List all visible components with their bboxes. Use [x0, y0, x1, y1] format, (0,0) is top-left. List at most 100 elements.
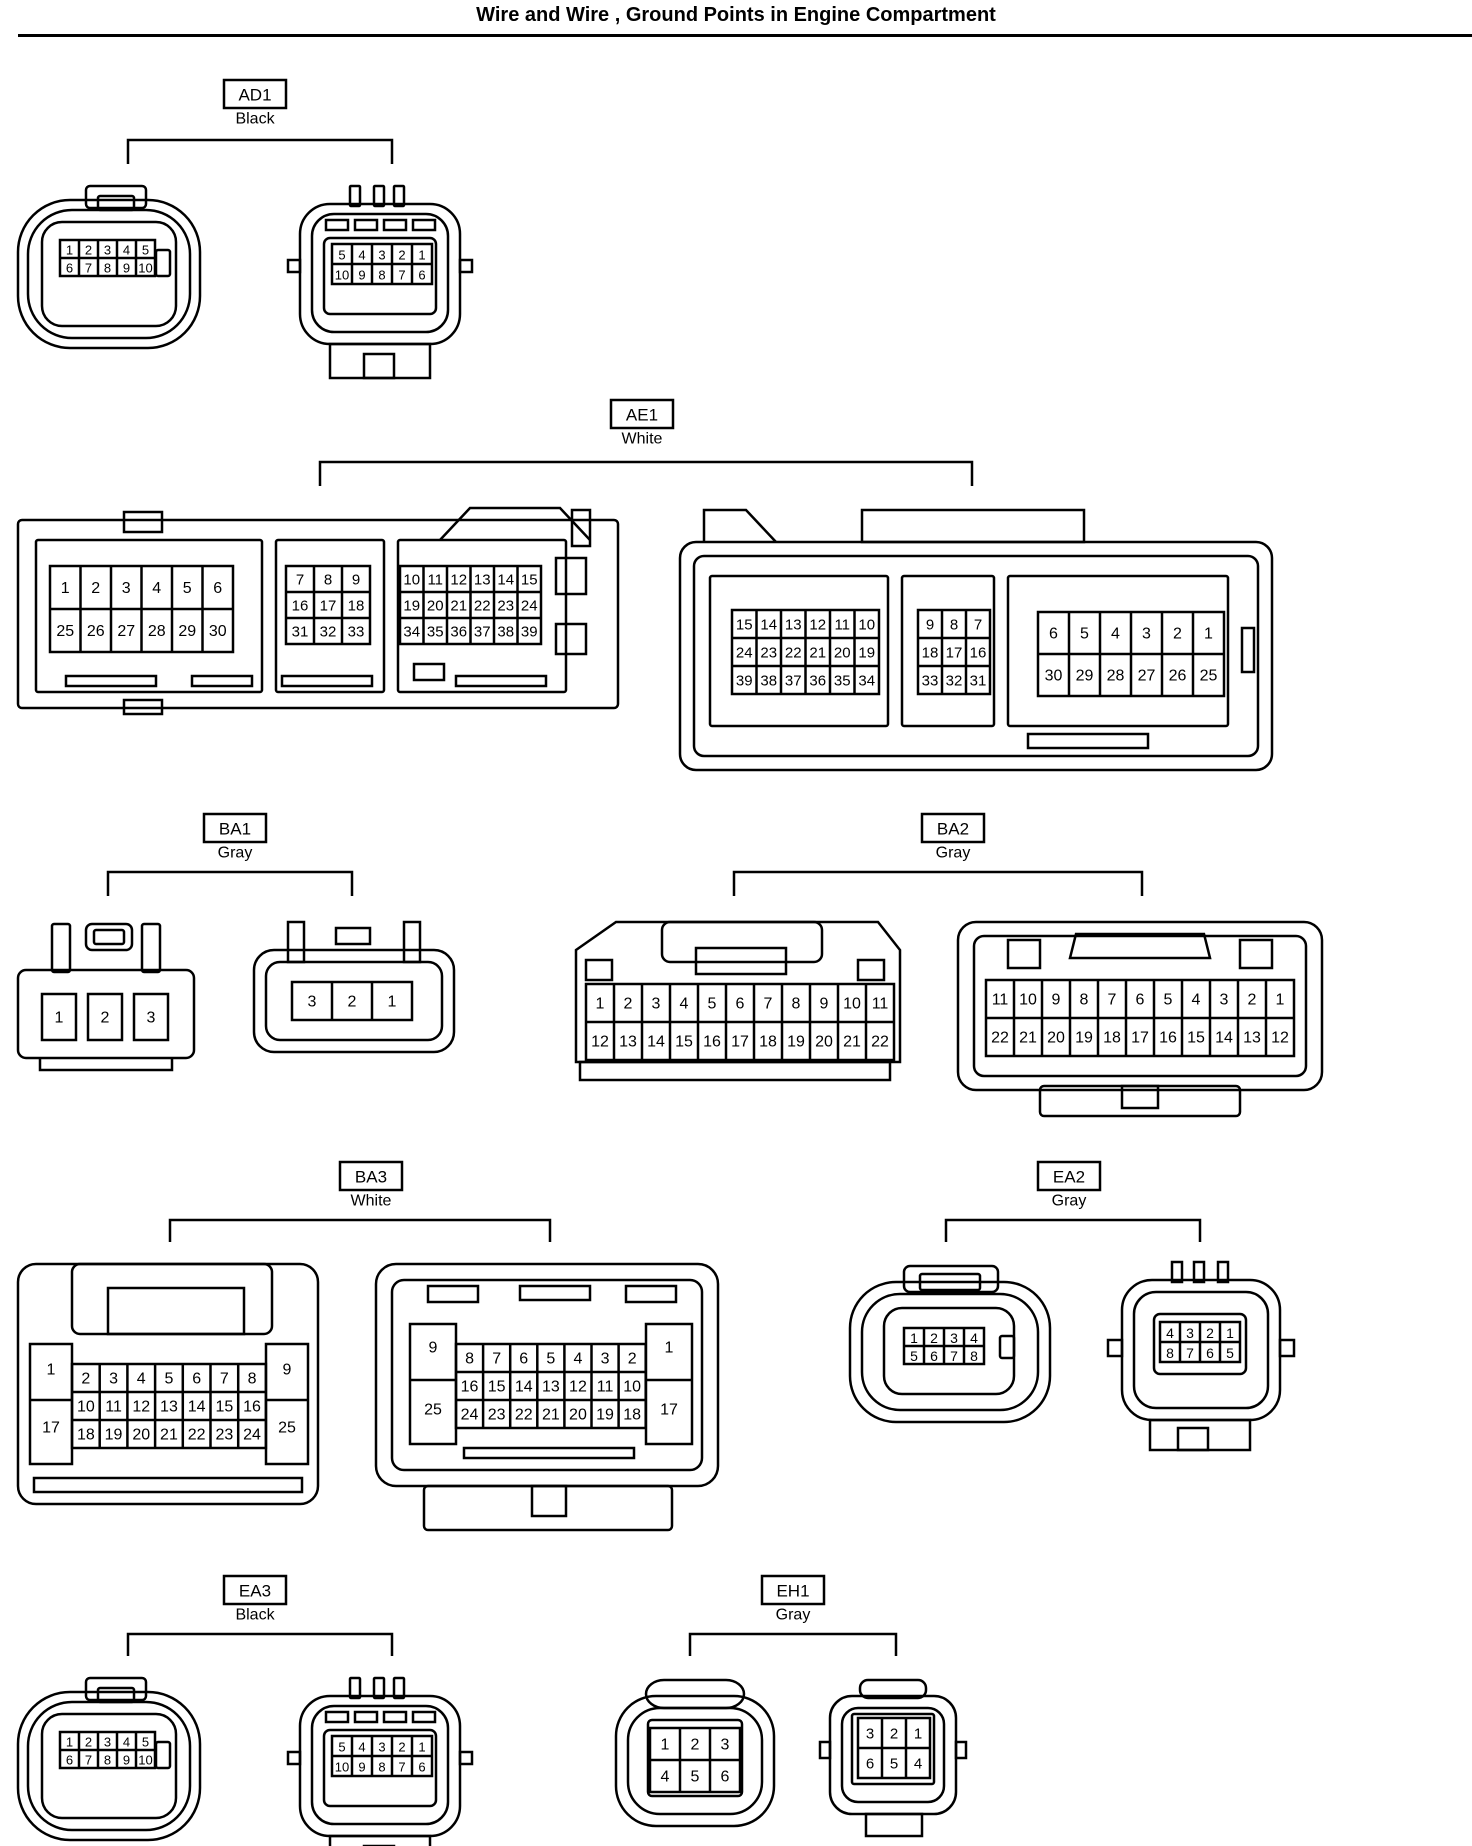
pin-grid-frame [454, 1342, 647, 1430]
housing-latch-inner [96, 194, 136, 212]
housing-lock [864, 1812, 924, 1838]
pin-number: 16 [292, 598, 309, 615]
pin-number: 5 [546, 1351, 555, 1368]
pin-number: 6 [66, 261, 73, 276]
pin-number: 9 [1052, 992, 1061, 1009]
pin-number: 8 [104, 1753, 111, 1768]
pin-number: 4 [358, 248, 365, 263]
housing-stub [458, 1750, 474, 1766]
pin-number: 26 [87, 623, 105, 640]
pin-number: 6 [519, 1351, 528, 1368]
pin-number: 15 [521, 572, 538, 589]
pin-number: 7 [85, 261, 92, 276]
housing-cavity [850, 1712, 936, 1786]
pin-number: 5 [708, 996, 717, 1013]
housing-tab [122, 698, 164, 716]
pin-number: 34 [858, 673, 875, 690]
pin-number: 7 [1186, 1345, 1194, 1361]
pin-number: 8 [104, 261, 111, 276]
housing-outer [16, 518, 620, 710]
pin-number: 2 [1173, 626, 1182, 643]
pin-number: 21 [450, 598, 467, 615]
pin-number: 2 [85, 243, 92, 258]
pin-number: 1 [914, 1726, 922, 1743]
pin-number: 13 [542, 1379, 560, 1396]
pin-number: 8 [378, 1760, 385, 1775]
housing-inner [1132, 1290, 1270, 1410]
connector-color-label: Gray [936, 845, 971, 862]
housing-latch [439, 506, 591, 541]
housing-stub [458, 258, 474, 274]
housing-latch [858, 1678, 928, 1700]
housing-inner [390, 1278, 704, 1472]
pin-number: 13 [1243, 1030, 1261, 1047]
housing-key [154, 248, 172, 278]
pin-number: 4 [1166, 1325, 1174, 1341]
pin-number: 2 [1248, 992, 1257, 1009]
pin-number: 6 [418, 1760, 425, 1775]
housing-outer [252, 948, 456, 1054]
housing-latch [902, 1264, 1000, 1294]
pin-number: 15 [736, 617, 753, 634]
housing-slot [280, 674, 374, 688]
pin-number: 5 [183, 580, 192, 597]
pin-number: 17 [320, 598, 337, 615]
pin-number: 14 [515, 1379, 533, 1396]
pin-number: 11 [872, 996, 889, 1013]
pin-number: 20 [569, 1407, 587, 1424]
pin-number: 9 [123, 1753, 130, 1768]
pin-number: 21 [160, 1427, 178, 1444]
pin-number: 15 [1187, 1030, 1205, 1047]
connector-id: EA2 [1053, 1168, 1085, 1187]
pin-number: 14 [647, 1034, 665, 1051]
pin-number: 9 [429, 1340, 438, 1357]
pin-number: 2 [81, 1371, 90, 1388]
pin-number: 5 [338, 248, 345, 263]
pin-number: 21 [843, 1034, 861, 1051]
pin-number: 3 [104, 243, 111, 258]
pin-number: 9 [358, 1760, 365, 1775]
housing-key [1006, 938, 1042, 970]
pin-number: 11 [427, 572, 443, 589]
connector-pair-bracket [318, 460, 974, 486]
housing-slot [462, 1446, 636, 1460]
pin-number: 23 [488, 1407, 506, 1424]
housing-lock-inner [362, 352, 396, 380]
pin-number: 1 [1204, 626, 1213, 643]
pin-number: 9 [820, 996, 829, 1013]
pin-number: 7 [398, 1760, 405, 1775]
housing-tab [392, 184, 406, 208]
pin-number: 12 [591, 1034, 609, 1051]
pin-number: 18 [623, 1407, 641, 1424]
pin-number: 5 [338, 1740, 345, 1755]
housing-slot [856, 958, 886, 982]
pin-grid-frame [916, 608, 992, 696]
pin-number: 19 [858, 645, 875, 662]
housing-latch [1068, 932, 1212, 960]
pin-number: 16 [703, 1034, 721, 1051]
pin-number: 39 [736, 673, 753, 690]
housing-cavity [1152, 1312, 1248, 1376]
housing-outer [16, 198, 202, 350]
housing-outer [574, 920, 902, 1064]
pin-number: 33 [348, 624, 365, 641]
housing-outer [16, 968, 196, 1060]
pin-number: 4 [970, 1330, 978, 1346]
housing-rib [286, 920, 306, 964]
pin-number: 17 [1131, 1030, 1149, 1047]
housing-key [554, 556, 588, 596]
pin-number: 4 [1192, 992, 1201, 1009]
housing-slot [518, 1284, 592, 1302]
connector-id-box [920, 812, 986, 844]
housing-slot [324, 1710, 350, 1724]
pin-number: 20 [834, 645, 851, 662]
